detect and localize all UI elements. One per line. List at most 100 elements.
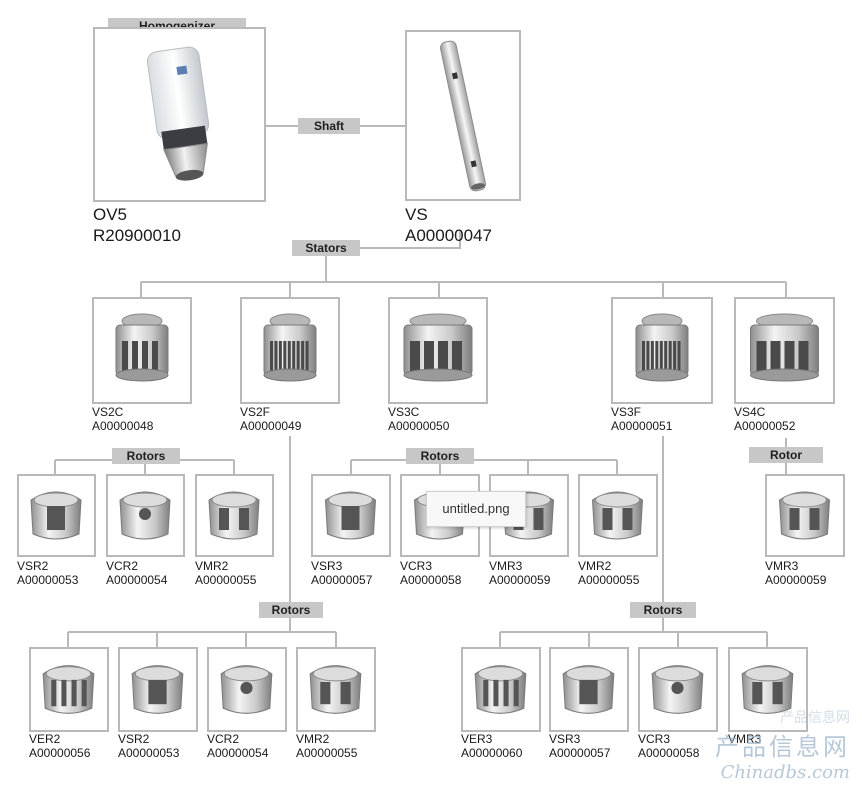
rotor-frame bbox=[207, 647, 287, 732]
stator-image-vs2c bbox=[115, 313, 169, 382]
rotor-code: A00000055 bbox=[296, 746, 358, 760]
rotor-caption: VSR3 A00000057 bbox=[549, 732, 610, 760]
rotor-caption: VCR3 A00000058 bbox=[400, 559, 461, 587]
rotor-name: VSR3 bbox=[549, 732, 581, 746]
rotor-name: VSR2 bbox=[118, 732, 150, 746]
rotor-name: VSR2 bbox=[17, 559, 49, 573]
rotor-name: VMR2 bbox=[195, 559, 229, 573]
stator-caption: VS3C A00000050 bbox=[388, 405, 449, 433]
rotor-code: A00000058 bbox=[400, 573, 462, 587]
stator-name-vs2f: VS2F bbox=[240, 405, 271, 419]
rotor-caption: VER3 A00000060 bbox=[461, 732, 522, 760]
rotor-image bbox=[651, 665, 704, 714]
stator-caption: VS2C A00000048 bbox=[92, 405, 153, 433]
shaft-name: VS bbox=[405, 205, 428, 224]
tag-rotors-vs2c: Rotors bbox=[112, 448, 180, 464]
rotor-frame bbox=[296, 647, 376, 732]
stator-frame bbox=[240, 297, 340, 404]
rotor-image bbox=[131, 665, 184, 714]
rotor-frame bbox=[106, 474, 185, 557]
rotor-caption: VCR3 A00000058 bbox=[638, 732, 699, 760]
rotor-caption: VSR3 A00000057 bbox=[311, 559, 372, 587]
rotor-caption: VMR2 A00000055 bbox=[296, 732, 357, 760]
rotor-code: A00000058 bbox=[638, 746, 700, 760]
rotor-image bbox=[119, 491, 171, 540]
stator-code-vs2c: A00000048 bbox=[92, 419, 154, 433]
rotor-code: A00000053 bbox=[17, 573, 79, 587]
rotor-frame bbox=[118, 647, 198, 732]
watermark-cn: 产品信息网 bbox=[715, 733, 850, 761]
rotor-name: VMR3 bbox=[765, 559, 799, 573]
rotor-image bbox=[220, 665, 273, 714]
tag-shaft: Shaft bbox=[298, 118, 360, 134]
tag-rotor-vs4c: Rotor bbox=[749, 447, 823, 463]
rotor-caption: VMR3 A00000059 bbox=[489, 559, 550, 587]
stator-caption: VS3F A00000051 bbox=[611, 405, 672, 433]
stator-name-vs3f: VS3F bbox=[611, 405, 642, 419]
rotor-code: A00000055 bbox=[195, 573, 257, 587]
rotor-frame bbox=[29, 647, 109, 732]
stator-image-vs3f bbox=[635, 313, 689, 382]
rotor-frame bbox=[311, 474, 391, 557]
stator-frame bbox=[734, 297, 835, 404]
rotor-caption: VMR3 bbox=[728, 732, 761, 746]
rotor-code: A00000056 bbox=[29, 746, 91, 760]
rotor-code: A00000054 bbox=[207, 746, 269, 760]
rotor-image bbox=[42, 665, 95, 714]
stator-image-vs3c bbox=[403, 313, 473, 382]
rotor-image bbox=[324, 491, 377, 540]
rotor-frame bbox=[765, 474, 845, 557]
rotor-name: VMR2 bbox=[578, 559, 612, 573]
rotor-caption: VER2 A00000056 bbox=[29, 732, 90, 760]
stator-frame bbox=[388, 297, 488, 404]
homogenizer-frame bbox=[93, 27, 266, 202]
tag-rotors-vs3c: Rotors bbox=[406, 448, 474, 464]
rotor-caption: VMR2 A00000055 bbox=[195, 559, 256, 587]
tag-rotors-vs3f: Rotors bbox=[630, 602, 696, 618]
stator-name-vs4c: VS4C bbox=[734, 405, 766, 419]
tag-rotors-vs2f: Rotors bbox=[259, 602, 323, 618]
rotor-name: VCR2 bbox=[106, 559, 139, 573]
rotor-name: VMR3 bbox=[489, 559, 523, 573]
rotor-image bbox=[778, 491, 831, 540]
rotor-name: VER2 bbox=[29, 732, 61, 746]
stator-frame bbox=[92, 297, 192, 404]
shaft-caption: VS A00000047 bbox=[405, 204, 492, 246]
rotor-name: VCR2 bbox=[207, 732, 240, 746]
rotor-frame bbox=[17, 474, 96, 557]
stator-frame bbox=[611, 297, 713, 404]
rotor-image bbox=[208, 491, 260, 540]
homogenizer-name: OV5 bbox=[93, 205, 128, 224]
stator-image-vs2f bbox=[263, 313, 317, 382]
shaft-code: A00000047 bbox=[405, 226, 492, 245]
tag-stators: Stators bbox=[292, 240, 360, 256]
rotor-code: A00000060 bbox=[461, 746, 523, 760]
rotor-image bbox=[741, 665, 794, 714]
stator-caption: VS2F A00000049 bbox=[240, 405, 301, 433]
rotor-code: A00000059 bbox=[765, 573, 827, 587]
rotor-name: VSR3 bbox=[311, 559, 343, 573]
rotor-caption: VSR2 A00000053 bbox=[118, 732, 179, 760]
rotor-name: VCR3 bbox=[638, 732, 671, 746]
rotor-caption: VCR2 A00000054 bbox=[106, 559, 167, 587]
watermark: 产品信息网 产品信息网 Chinadbs.com bbox=[715, 707, 850, 783]
rotor-frame bbox=[461, 647, 541, 732]
rotor-name: VMR2 bbox=[296, 732, 330, 746]
rotor-caption: VMR3 A00000059 bbox=[765, 559, 826, 587]
watermark-top: 产品信息网 bbox=[780, 709, 850, 725]
rotor-caption: VCR2 A00000054 bbox=[207, 732, 268, 760]
rotor-image bbox=[309, 665, 362, 714]
rotor-name: VMR3 bbox=[728, 732, 762, 746]
shaft-image bbox=[439, 40, 487, 192]
stator-name-vs3c: VS3C bbox=[388, 405, 420, 419]
rotor-name: VCR3 bbox=[400, 559, 433, 573]
rotor-frame bbox=[728, 647, 808, 732]
stator-image-vs4c bbox=[750, 313, 819, 382]
rotor-code: A00000055 bbox=[578, 573, 640, 587]
homogenizer-code: R20900010 bbox=[93, 226, 181, 245]
rotor-frame bbox=[549, 647, 629, 732]
rotor-caption: VSR2 A00000053 bbox=[17, 559, 78, 587]
rotor-caption: VMR2 A00000055 bbox=[578, 559, 639, 587]
shaft-frame bbox=[405, 30, 521, 201]
rotor-frame bbox=[578, 474, 658, 557]
